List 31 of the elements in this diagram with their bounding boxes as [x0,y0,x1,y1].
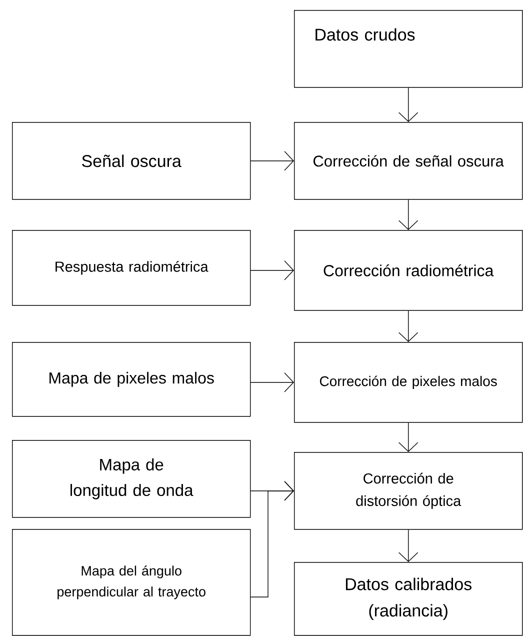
node-label: Corrección radiométrica [324,264,494,276]
process-box [294,342,523,423]
process-box [12,440,251,518]
process-box [294,452,523,530]
node-label: Datos crudos [316,28,415,41]
arrow [398,310,418,342]
arrow [250,151,294,171]
arrow [250,481,294,598]
arrow [250,372,294,392]
node-label: Corrección de distorsión óptica [356,472,462,509]
arrow [398,529,418,562]
node-label: Datos calibrados (radiancia) [346,578,472,620]
arrow [398,422,418,452]
arrow [398,199,418,230]
arrow [398,87,418,122]
process-box [294,230,523,311]
node-label: Mapa de pixeles malos [50,372,214,387]
process-box [12,230,251,306]
node-label: Corrección de señal oscura [314,155,504,167]
node-label: Señal oscura [82,154,182,168]
process-box [294,122,523,200]
process-box [12,342,251,417]
node-label: Mapa del ángulo perpendicular al trayecto [58,566,206,600]
process-box [294,562,523,636]
node-label: Corrección de pixeles malos [320,376,497,389]
process-box [12,122,251,200]
node-label: Respuesta radiométrica [56,261,208,275]
process-box [294,10,523,88]
node-label: Mapa de longitud de onda [70,458,194,500]
arrow [250,260,294,280]
process-box [12,529,251,636]
